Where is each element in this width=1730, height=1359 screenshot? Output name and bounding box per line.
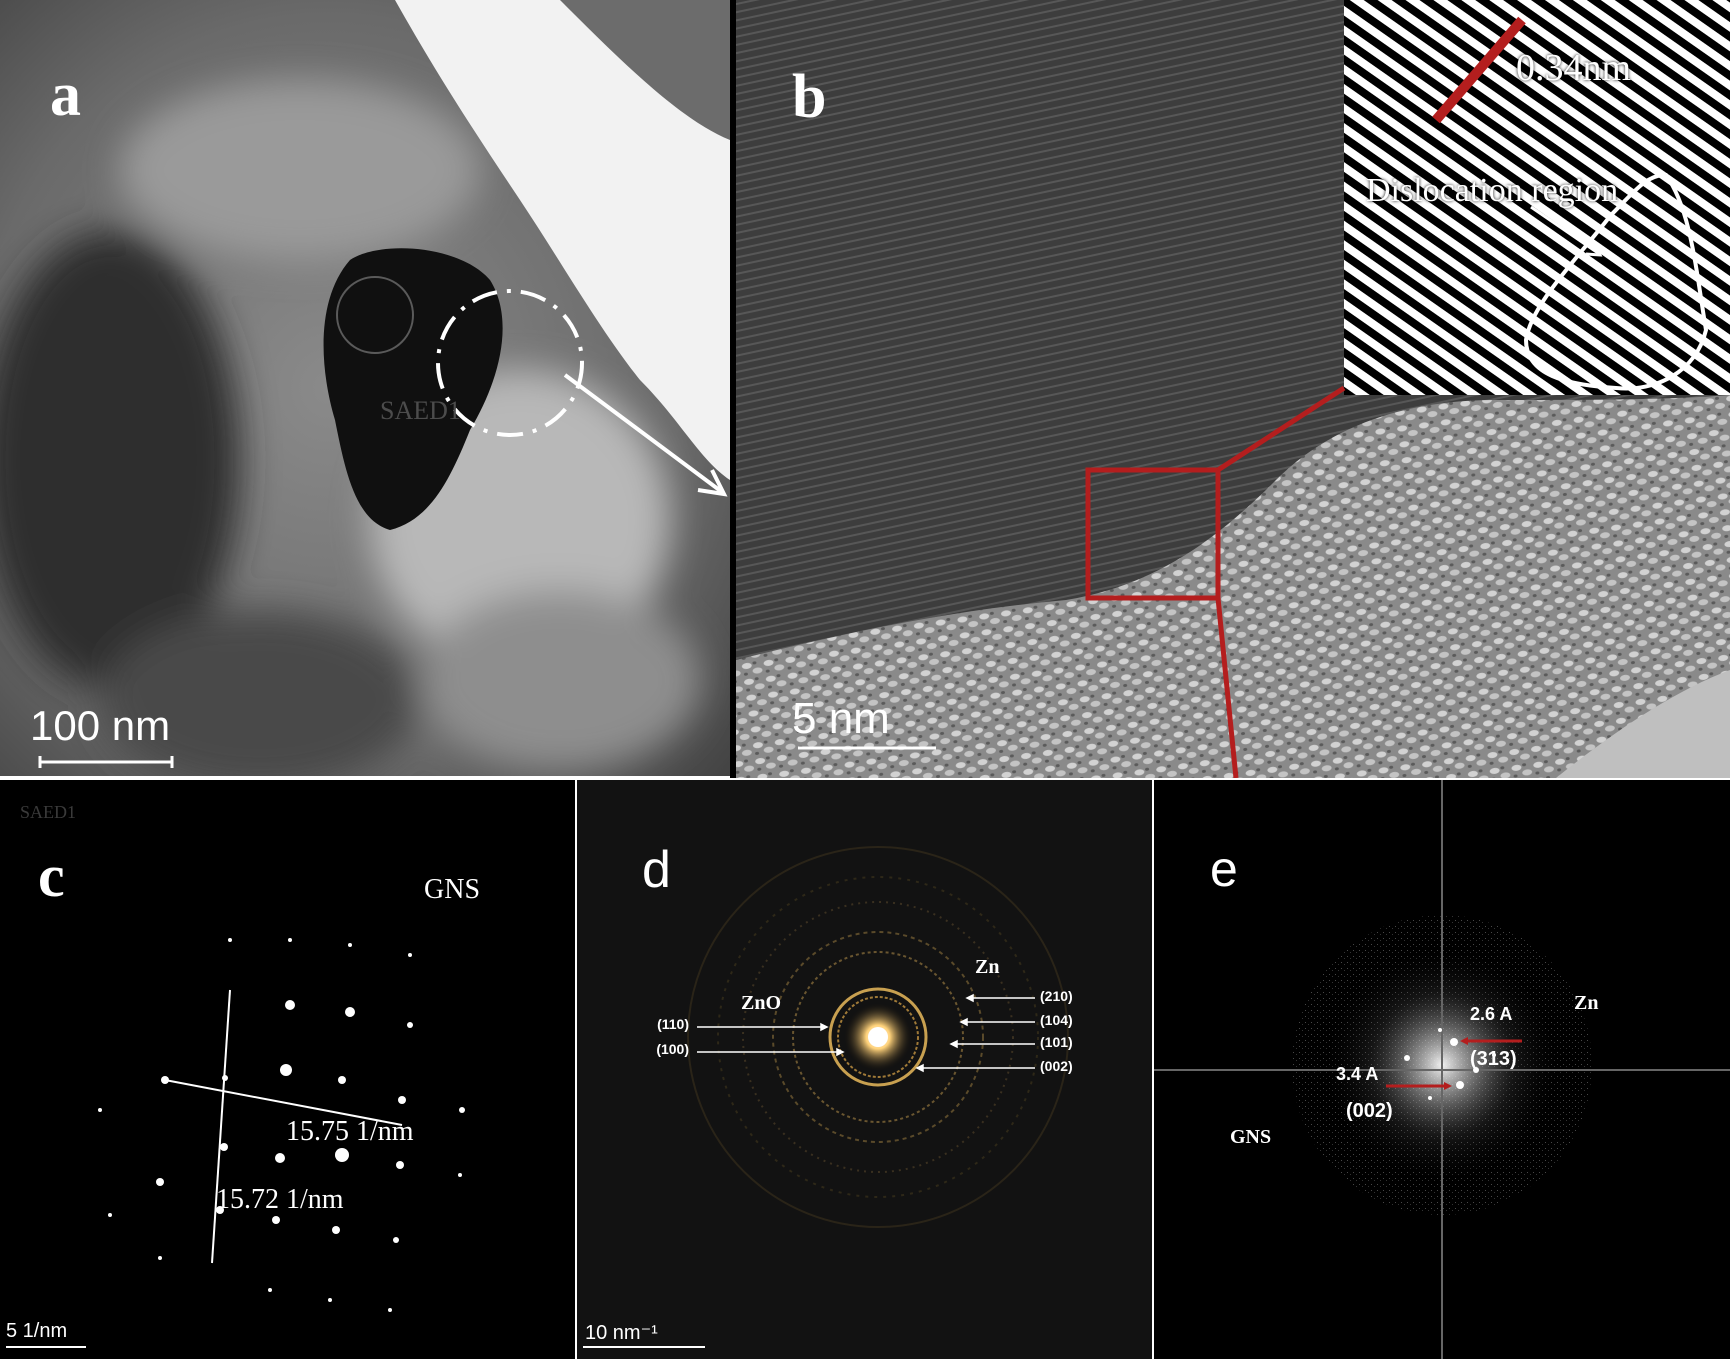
panel-e-lower-spacing: 3.4 A: [1336, 1064, 1379, 1084]
panel-e-gns-label: GNS: [1230, 1126, 1272, 1148]
panel-d-diffraction: [577, 780, 1152, 1359]
panel-b-micrograph: [736, 0, 1730, 778]
panel-e-letter: e: [1210, 841, 1238, 897]
panel-b-letter: b: [792, 63, 827, 131]
panel-d-index-100: (100): [656, 1041, 689, 1057]
panel-b-dislocation-label: Dislocation region: [1366, 172, 1619, 209]
panel-b-hrtem-image: b 0.34nm Dislocation region 5 nm: [736, 0, 1730, 778]
panel-c-diffraction: [0, 780, 575, 1359]
panel-d-zn-label: Zn: [975, 956, 1000, 978]
panel-e-upper-spacing: 2.6 A: [1470, 1004, 1513, 1024]
panel-d-index-101: (101): [1040, 1034, 1073, 1050]
panel-c-saed-pattern: SAED1 c GNS 15.75 1/nm 15.72 1/nm 5 1/nm: [0, 780, 575, 1359]
panel-c-scale-bar-label: 5 1/nm: [6, 1320, 68, 1342]
panel-c-saed-label: SAED1: [20, 802, 77, 822]
panel-d-saed-rings: d ZnO Zn (110) (100) (210) (104) (101) (…: [577, 780, 1152, 1359]
panel-a-letter: a: [50, 61, 81, 129]
panel-a-scale-bar-label: 100 nm: [30, 702, 171, 749]
panel-divider-vertical: [730, 0, 736, 778]
panel-d-index-002: (002): [1040, 1058, 1073, 1074]
panel-a-tem-image: a SAED1 100 nm: [0, 0, 730, 776]
panel-b-scale-bar-label: 5 nm: [792, 694, 890, 743]
panel-c-d1-label: 15.75 1/nm: [286, 1116, 414, 1147]
panel-b-spacing-label: 0.34nm: [1516, 47, 1632, 89]
panel-d-zno-label: ZnO: [741, 992, 782, 1014]
panel-d-letter: d: [642, 841, 671, 899]
panel-e-fft-pattern: e 2.6 A (313) 3.4 A (002) Zn GNS: [1154, 780, 1730, 1359]
panel-c-letter: c: [38, 843, 65, 909]
panel-c-material-label: GNS: [424, 874, 481, 905]
panel-e-lower-index: (002): [1346, 1100, 1393, 1122]
panel-e-zn-label: Zn: [1574, 992, 1599, 1014]
panel-d-index-104: (104): [1040, 1012, 1073, 1028]
panel-e-upper-index: (313): [1470, 1048, 1517, 1070]
panel-e-fft: [1154, 780, 1730, 1359]
panel-c-d2-label: 15.72 1/nm: [216, 1184, 344, 1215]
panel-a-micrograph: [0, 0, 730, 776]
panel-d-index-110: (110): [657, 1016, 689, 1032]
panel-a-saed-label: SAED1: [380, 396, 461, 425]
panel-d-scale-bar-label: 10 nm⁻¹: [585, 1322, 658, 1344]
panel-d-index-210: (210): [1040, 988, 1073, 1004]
